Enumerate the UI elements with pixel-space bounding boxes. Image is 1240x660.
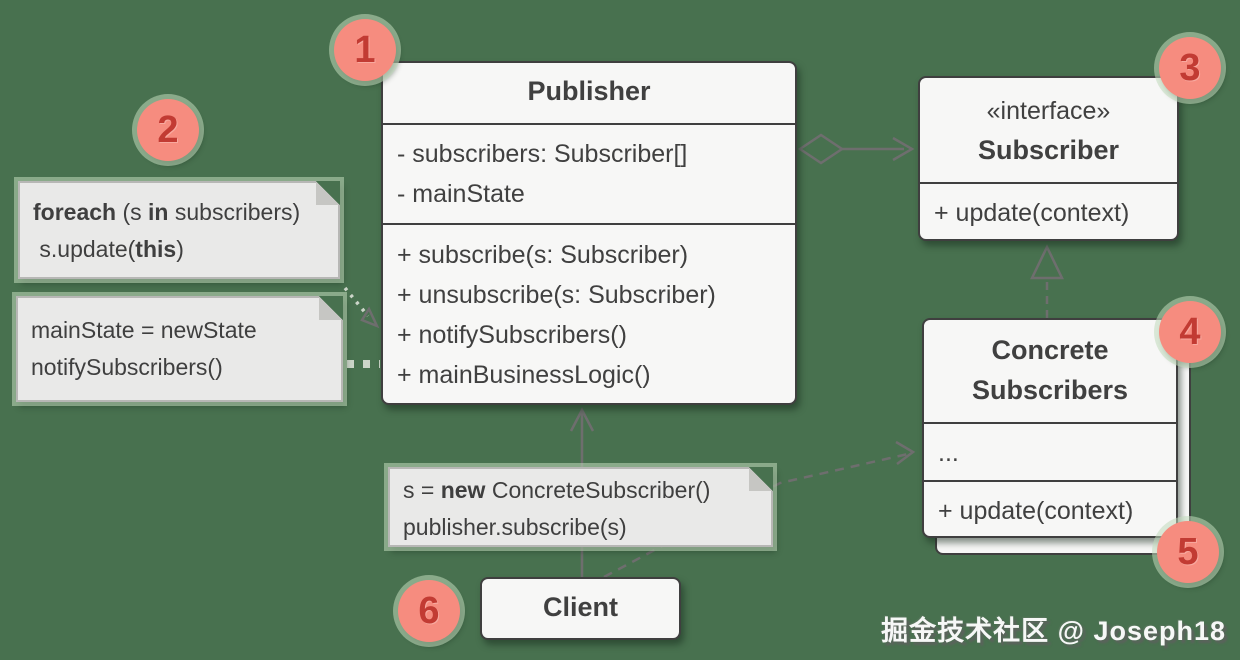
member-line: + unsubscribe(s: Subscriber) [397, 281, 716, 309]
class-box-concrete-subscribers: Concrete Subscribers ... + update(contex… [922, 318, 1178, 538]
note-line: s.update(this) [33, 236, 184, 262]
class-title: Concrete Subscribers [971, 335, 1129, 405]
aggregation-diamond-icon [797, 133, 845, 165]
watermark-text: 掘金技术社区 @ Joseph18 [881, 616, 1226, 646]
interface-name: Subscriber [977, 135, 1120, 165]
note-connector-foreach-to-publisher [343, 286, 380, 329]
step-badge-2: 2 [137, 99, 199, 161]
member-line: + update(context) [934, 199, 1130, 227]
member-line: + update(context) [938, 497, 1134, 525]
open-arrowhead-icon [569, 407, 595, 432]
dogear-corner-icon [316, 181, 340, 205]
open-arrowhead-icon [895, 440, 916, 465]
step-badge-5: 5 [1157, 521, 1219, 583]
note-line: publisher.subscribe(s) [403, 514, 627, 540]
note-line: mainState = newState [31, 317, 257, 343]
member-line: + subscribe(s: Subscriber) [397, 241, 689, 269]
class-methods: + update(context) [924, 480, 1176, 531]
note-line: foreach (s in subscribers) [33, 199, 301, 225]
class-title: Publisher [527, 76, 651, 106]
dogear-corner-icon [749, 467, 773, 491]
step-badge-1: 1 [334, 19, 396, 81]
class-box-publisher: Publisher - subscribers: Subscriber[] - m… [381, 61, 797, 405]
step-badge-4: 4 [1159, 301, 1221, 363]
class-title: «interface» Subscriber [920, 78, 1177, 182]
note-line: notifySubscribers() [31, 354, 223, 380]
member-line: - mainState [397, 180, 525, 208]
note-line: s = new ConcreteSubscriber() [403, 477, 711, 503]
class-methods: + update(context) [920, 182, 1177, 233]
class-attributes: ... [924, 422, 1176, 480]
dogear-corner-icon [319, 296, 343, 320]
interface-stereotype: «interface» [986, 97, 1111, 125]
step-badge-3: 3 [1159, 37, 1221, 99]
realization-arrow-concrete-to-subscriber [1030, 244, 1064, 318]
aggregation-arrow-publisher-to-subscriber [797, 133, 915, 165]
class-box-subscriber-interface: «interface» Subscriber + update(context) [918, 76, 1179, 241]
class-attributes: - subscribers: Subscriber[] - mainState [383, 123, 795, 223]
note-mainstate-code: mainState = newState notifySubscribers() [16, 296, 343, 402]
class-methods: + subscribe(s: Subscriber) + unsubscribe(… [383, 223, 795, 395]
member-line: - subscribers: Subscriber[] [397, 140, 688, 168]
member-line: + notifySubscribers() [397, 321, 627, 349]
note-foreach-code: foreach (s in subscribers) s.update(this… [18, 181, 340, 279]
hollow-triangle-icon [1030, 244, 1064, 280]
open-arrowhead-icon [892, 136, 915, 162]
note-client-code: s = new ConcreteSubscriber() publisher.su… [388, 467, 773, 547]
class-box-client: Client [480, 577, 681, 640]
member-line: ... [938, 439, 959, 467]
member-line: + mainBusinessLogic() [397, 361, 651, 389]
step-badge-6: 6 [398, 580, 460, 642]
